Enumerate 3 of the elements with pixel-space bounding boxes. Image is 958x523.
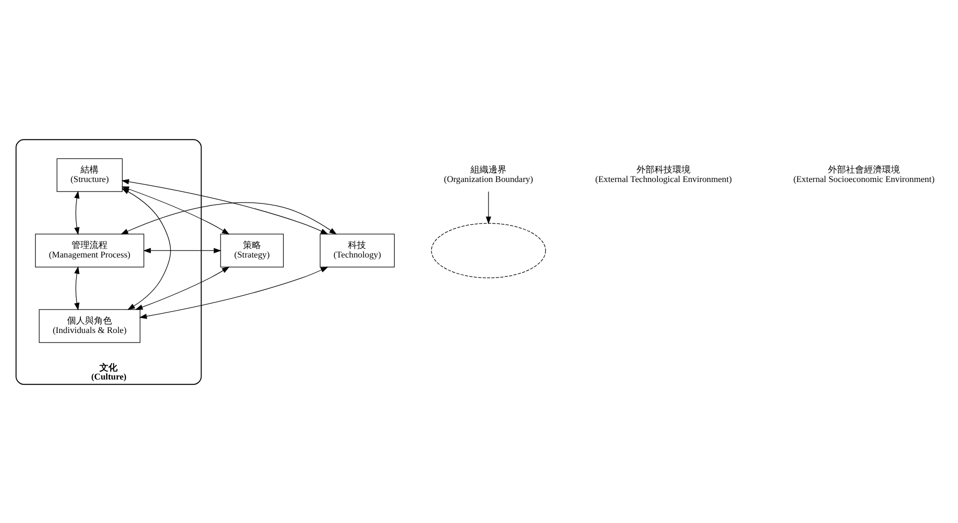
label: 外部科技環境 (External Technological Environment) [595,164,732,184]
label: 外部社會經濟環境 (External Socioeconomic Environment) [793,164,935,184]
node-text: 組織邊界 (Organization Boundary) [444,164,534,184]
